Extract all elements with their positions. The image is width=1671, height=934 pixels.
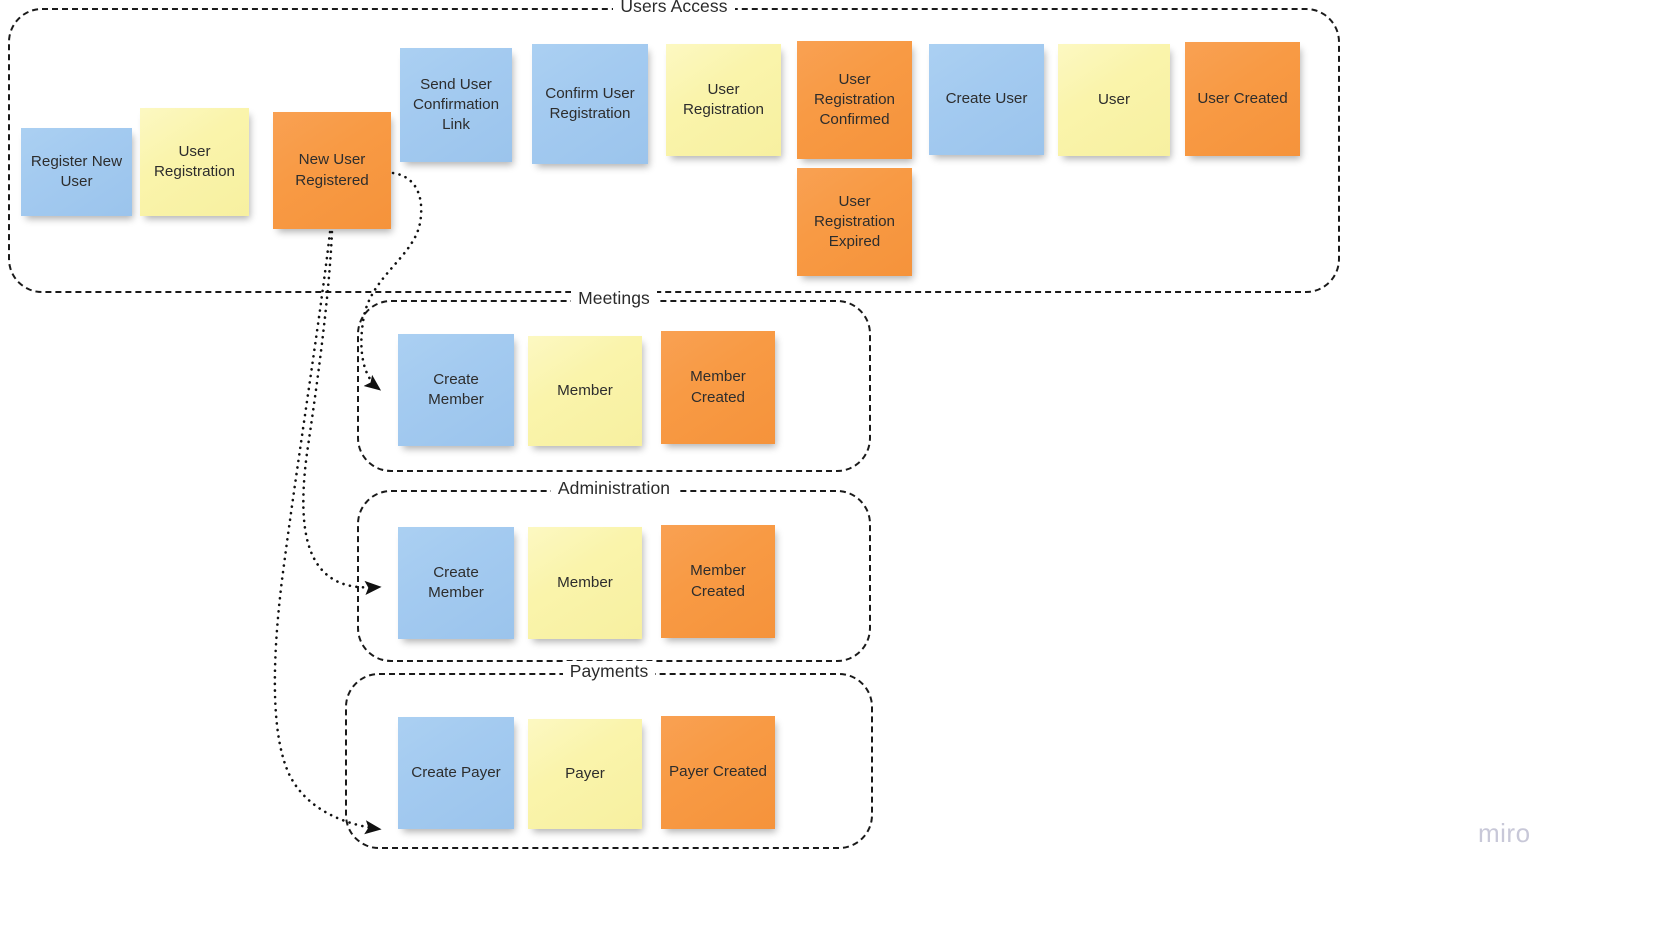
sticky-note-label: User Registration	[153, 142, 236, 180]
sticky-note-user-created[interactable]: User Created	[1185, 42, 1300, 156]
sticky-note-label: User	[1097, 90, 1131, 108]
group-title-users-access: Users Access	[10, 0, 1338, 16]
group-title-text: Users Access	[613, 0, 735, 16]
group-title-text: Administration	[550, 478, 678, 498]
sticky-note-payments-payer-created[interactable]: Payer Created	[661, 716, 775, 829]
sticky-note-new-user-registered[interactable]: New User Registered	[273, 112, 391, 229]
sticky-note-label: Payer Created	[669, 763, 767, 781]
sticky-note-label: User Created	[1197, 89, 1288, 107]
sticky-note-user[interactable]: User	[1058, 44, 1170, 156]
group-title-text: Payments	[562, 661, 656, 681]
sticky-note-payments-payer[interactable]: Payer	[528, 719, 642, 829]
sticky-note-label: New User Registered	[295, 151, 369, 189]
sticky-note-label: Payer	[565, 764, 605, 782]
sticky-note-label: Member Created	[690, 368, 746, 406]
sticky-note-label: Confirm User Registration	[545, 84, 635, 122]
sticky-note-label: User Registration Expired	[813, 192, 896, 251]
sticky-note-register-new-user[interactable]: Register New User	[21, 128, 132, 216]
miro-watermark: miro	[1478, 818, 1531, 848]
sticky-note-label: Create Payer	[411, 763, 501, 781]
group-title-payments: Payments	[347, 661, 871, 681]
group-title-text: Meetings	[571, 288, 657, 308]
group-frame-users-access[interactable]: Users Access	[8, 0, 1340, 293]
sticky-note-admin-create-member[interactable]: Create Member	[398, 527, 514, 639]
sticky-note-user-registration-expired[interactable]: User Registration Expired	[797, 168, 912, 276]
sticky-note-label: Create Member	[428, 563, 484, 601]
sticky-note-label: Member Created	[690, 562, 746, 600]
group-title-administration: Administration	[359, 478, 869, 498]
sticky-note-meetings-member[interactable]: Member	[528, 336, 642, 446]
sticky-note-label: User Registration Confirmed	[813, 70, 896, 129]
sticky-note-label: User Registration	[682, 80, 765, 118]
sticky-note-user-registration-1[interactable]: User Registration	[140, 108, 249, 216]
sticky-note-meetings-create-member[interactable]: Create Member	[398, 334, 514, 446]
sticky-note-label: Create Member	[428, 370, 484, 408]
sticky-note-user-registration-confirmed[interactable]: User Registration Confirmed	[797, 41, 912, 159]
sticky-note-label: Member	[557, 573, 613, 591]
sticky-note-user-registration-2[interactable]: User Registration	[666, 44, 781, 156]
sticky-note-label: Member	[557, 381, 613, 399]
sticky-note-send-user-confirmation-link[interactable]: Send User Confirmation Link	[400, 48, 512, 162]
sticky-note-label: Create User	[945, 90, 1028, 108]
sticky-note-payments-create-payer[interactable]: Create Payer	[398, 717, 514, 829]
group-title-meetings: Meetings	[359, 288, 869, 308]
sticky-note-admin-member-created[interactable]: Member Created	[661, 525, 775, 638]
sticky-note-label: Register New User	[30, 152, 123, 190]
sticky-note-confirm-user-registration[interactable]: Confirm User Registration	[532, 44, 648, 164]
sticky-note-create-user[interactable]: Create User	[929, 44, 1044, 155]
sticky-note-meetings-member-created[interactable]: Member Created	[661, 331, 775, 444]
sticky-note-label: Send User Confirmation Link	[412, 75, 500, 134]
sticky-note-admin-member[interactable]: Member	[528, 527, 642, 639]
